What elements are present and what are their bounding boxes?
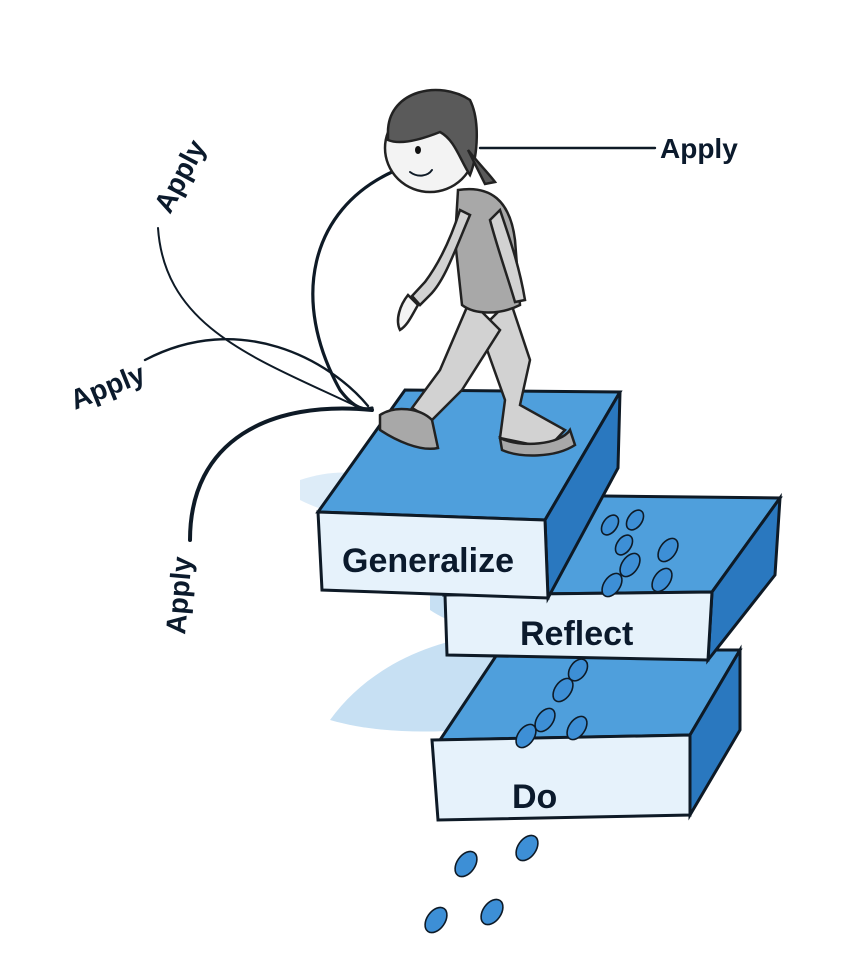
footprint	[651, 567, 673, 593]
walking-person-figure	[378, 88, 577, 457]
footprint	[657, 537, 679, 563]
footprint	[515, 834, 539, 862]
footprint	[567, 658, 589, 682]
footprints	[424, 509, 679, 934]
footprint	[601, 572, 623, 598]
footprint	[566, 715, 588, 741]
footprint	[424, 906, 448, 934]
footprint	[480, 898, 504, 926]
apply-line-1	[311, 170, 394, 411]
step-label-do: Do	[512, 778, 557, 816]
apply-line-2	[157, 227, 361, 409]
apply-connectors	[143, 146, 657, 542]
apply-line-4	[188, 406, 374, 542]
step-label-reflect: Reflect	[520, 615, 633, 653]
footprint	[619, 552, 641, 578]
step-do: Do	[430, 644, 743, 822]
apply-line-3	[143, 337, 370, 408]
footprint	[600, 514, 620, 536]
footprint	[625, 509, 645, 531]
apply-label-bottom-left: Apply	[160, 555, 198, 636]
apply-label-upper-left: Apply	[148, 134, 212, 218]
footprint	[515, 723, 537, 749]
apply-label-top-right: Apply	[660, 133, 738, 164]
step-label-generalize: Generalize	[342, 542, 514, 580]
footprint	[454, 850, 478, 878]
footprint	[534, 707, 556, 733]
footprint	[614, 534, 634, 556]
apply-label-left: Apply	[66, 358, 150, 416]
